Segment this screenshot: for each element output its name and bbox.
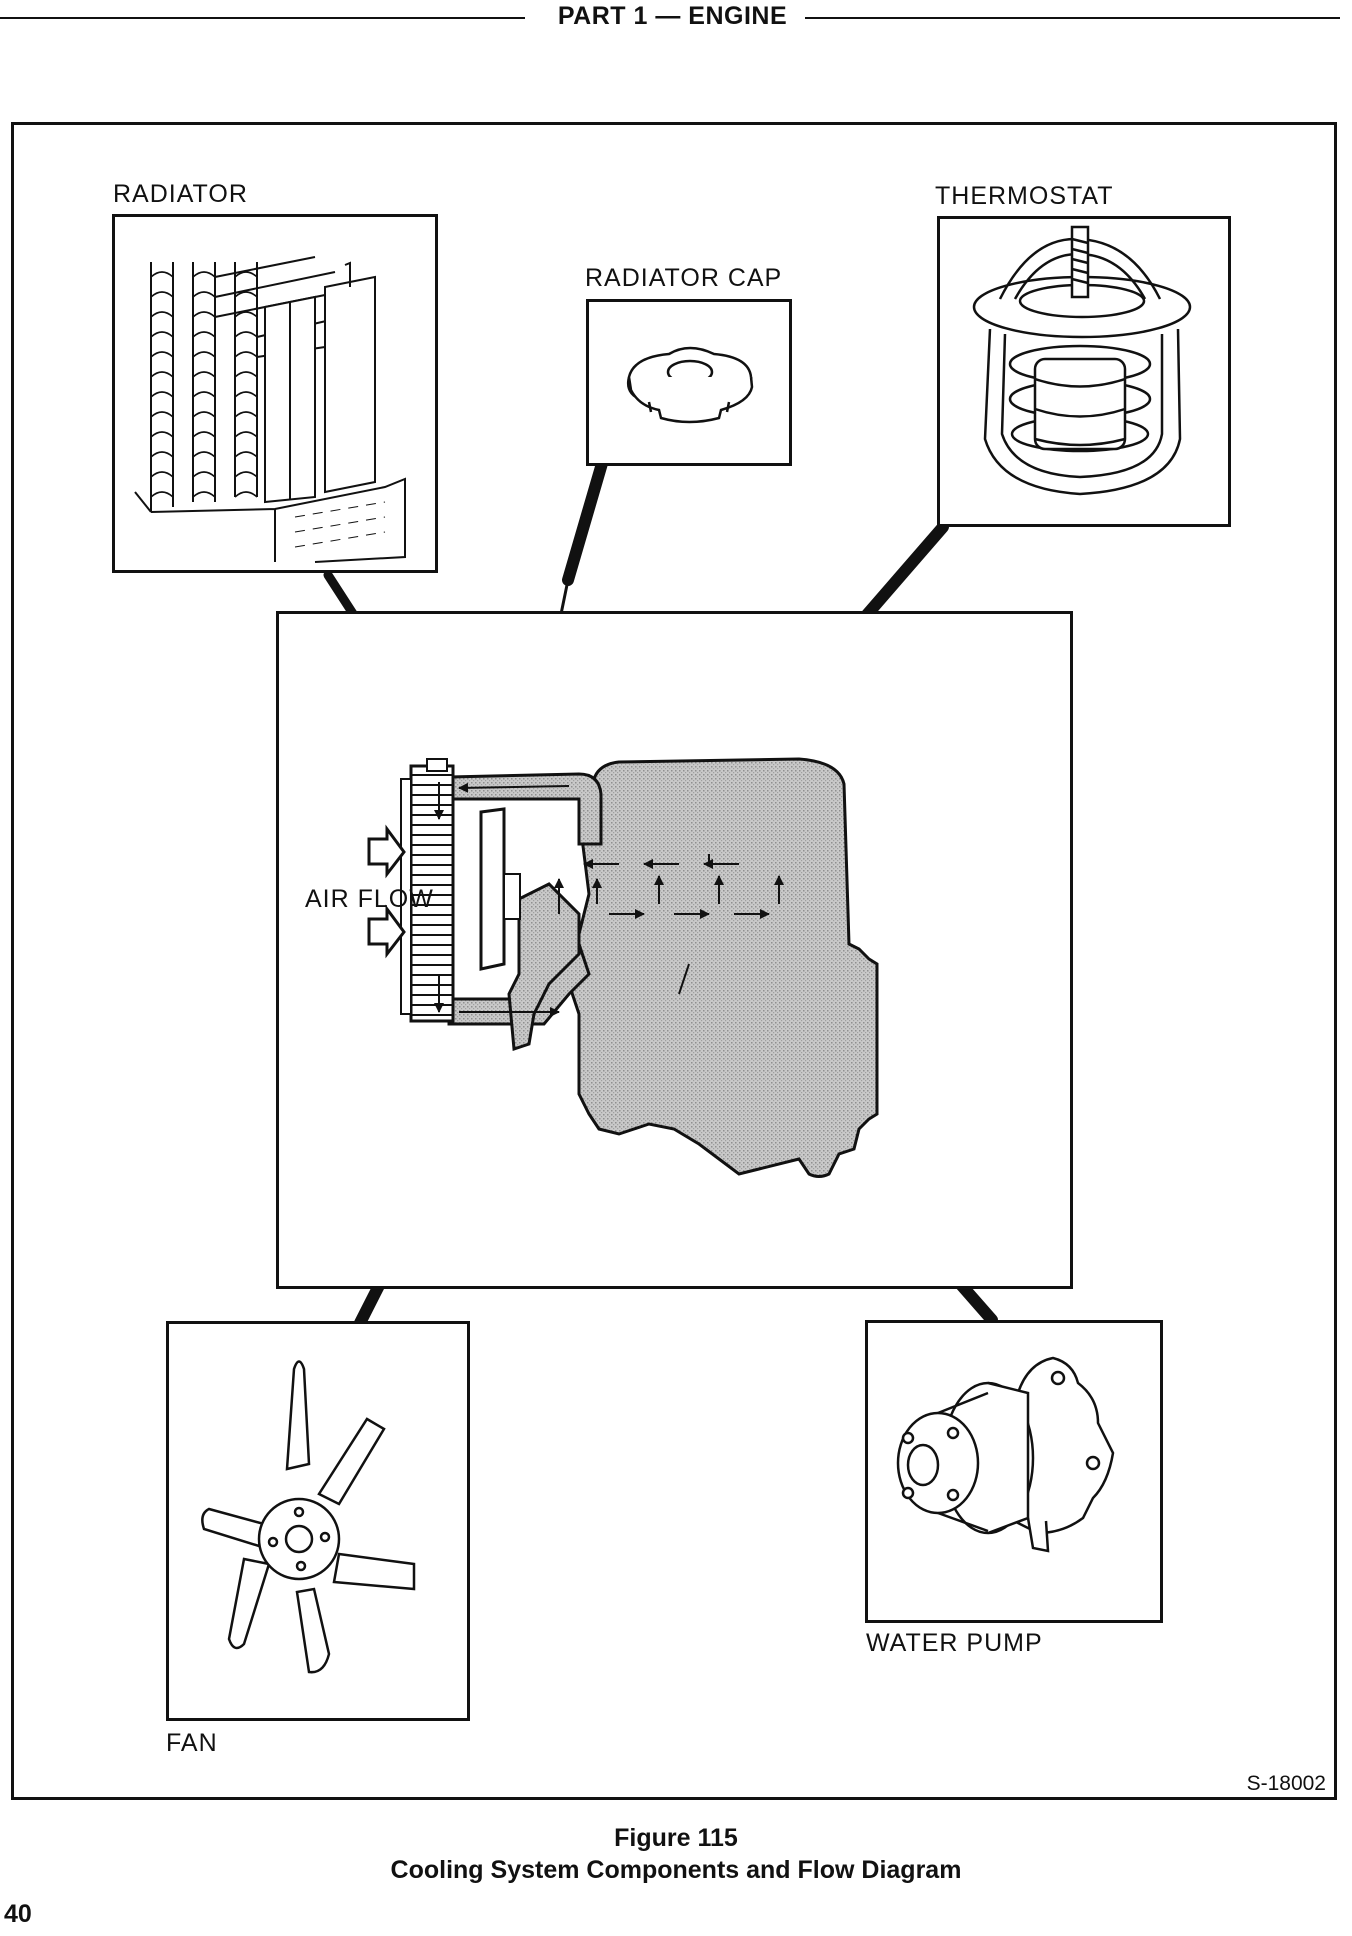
header-rule-right: [805, 17, 1340, 19]
page-header-title: PART 1 — ENGINE: [557, 2, 788, 30]
air-flow-label: AIR FLOW: [305, 885, 434, 913]
fan-panel: [166, 1321, 470, 1721]
figure-caption: Cooling System Components and Flow Diagr…: [390, 1856, 962, 1884]
engine-flow-diagram: [276, 611, 1073, 1289]
radiator-illustration: [134, 256, 406, 563]
water-pump-panel: [865, 1320, 1163, 1623]
reference-code: S-18002: [1246, 1772, 1326, 1795]
fan-illustration: [201, 1360, 416, 1674]
thermostat-label: THERMOSTAT: [935, 182, 1114, 210]
radiator-panel: [112, 214, 438, 573]
page-number: 40: [4, 1900, 32, 1928]
thermostat-illustration: [972, 225, 1192, 496]
radiator-cap-panel: [586, 299, 792, 466]
radiator-cap-illustration: [626, 346, 754, 424]
radiator-label: RADIATOR: [113, 180, 248, 208]
thermostat-panel: [937, 216, 1231, 527]
fan-label: FAN: [166, 1729, 218, 1757]
figure-number: Figure 115: [614, 1824, 738, 1852]
water-pump-illustration: [896, 1356, 1115, 1553]
water-pump-label: WATER PUMP: [866, 1629, 1043, 1657]
header-rule-left: [0, 17, 525, 19]
radiator-cap-label: RADIATOR CAP: [585, 264, 783, 292]
engine-cutaway-illustration: [367, 757, 879, 1178]
figure-frame: [11, 122, 1337, 1800]
